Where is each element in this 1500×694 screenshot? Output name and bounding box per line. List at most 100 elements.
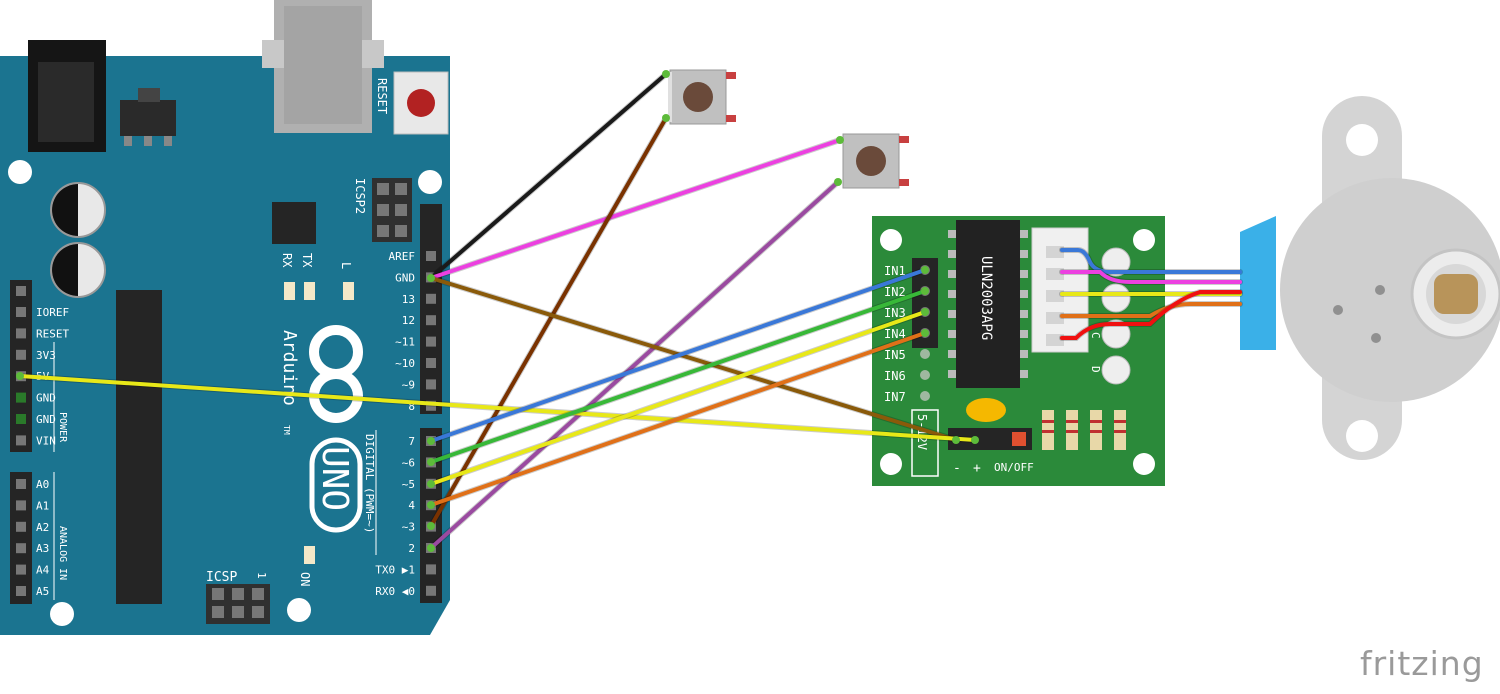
mounting-hole: [8, 160, 32, 184]
stepper-motor: [1240, 96, 1500, 460]
reset-button[interactable]: [393, 71, 449, 135]
header-pin-label: VIN: [36, 434, 56, 447]
wire-endpoint[interactable]: [921, 266, 929, 274]
motor-wire-blue[interactable]: [1060, 248, 1242, 274]
wire-black[interactable]: [429, 72, 668, 280]
wire-endpoint[interactable]: [16, 372, 24, 380]
digital-pin[interactable]: [426, 585, 436, 596]
digital-pin[interactable]: [426, 564, 436, 575]
power-pin[interactable]: [16, 543, 26, 554]
chip-label: ULN2003APG: [978, 256, 994, 340]
digital-pin-label: 13: [402, 293, 415, 306]
driver-input-pin[interactable]: [920, 391, 930, 401]
power-pin[interactable]: [16, 307, 26, 317]
digital-pin-label: 2: [408, 542, 415, 555]
power-label: POWER: [57, 412, 68, 443]
driver-input-pin[interactable]: [920, 370, 930, 380]
header-pin-label: A1: [36, 499, 49, 512]
switch-label: ON/OFF: [994, 461, 1034, 474]
wire-endpoint[interactable]: [971, 436, 979, 444]
wire-green[interactable]: [429, 289, 927, 464]
wire-endpoint[interactable]: [836, 136, 844, 144]
driver-input-label: IN1: [884, 264, 906, 278]
header-pin-label: IOREF: [36, 306, 69, 319]
resistor-array: [1042, 410, 1126, 450]
power-pin[interactable]: [16, 500, 26, 511]
on-label: ON: [298, 572, 312, 586]
driver-input-label: IN6: [884, 369, 906, 383]
wire-endpoint[interactable]: [921, 287, 929, 295]
trademark: TM: [282, 425, 291, 435]
wire-endpoint[interactable]: [662, 114, 670, 122]
header-pin-label: A5: [36, 585, 49, 598]
tx-label: TX: [300, 253, 314, 268]
wire-olive[interactable]: [429, 276, 958, 442]
arduino-uno-board: RESET ICSP2 RX TX L Arduino TM UNO ON: [0, 0, 450, 635]
wire-magenta[interactable]: [429, 138, 842, 280]
wire-endpoint[interactable]: [662, 70, 670, 78]
digital-pin[interactable]: [426, 251, 436, 261]
wire-blue[interactable]: [429, 268, 927, 443]
header-pin-label: A0: [36, 478, 49, 491]
digital-pin[interactable]: [426, 293, 436, 304]
capacitor: [50, 182, 106, 238]
led-b: [1101, 283, 1131, 313]
minus-label: -: [953, 461, 961, 476]
wire-yellow-5v[interactable]: [18, 374, 977, 442]
power-pin[interactable]: [16, 435, 26, 446]
power-pin[interactable]: [16, 414, 26, 424]
wire-yellow[interactable]: [429, 310, 927, 486]
digital-pin[interactable]: [426, 358, 436, 368]
motor-wire-pink[interactable]: [1060, 270, 1242, 284]
wire-endpoint[interactable]: [427, 544, 435, 552]
reset-label: RESET: [375, 78, 389, 114]
wire-endpoint[interactable]: [834, 178, 842, 186]
mounting-hole: [880, 229, 902, 251]
digital-pin-label: 7: [408, 435, 415, 448]
header-pin-label: A4: [36, 564, 50, 577]
wire-endpoint[interactable]: [952, 436, 960, 444]
driver-input-label: IN7: [884, 390, 906, 404]
mounting-hole: [50, 602, 74, 626]
wire-endpoint[interactable]: [427, 480, 435, 488]
wire-brown[interactable]: [429, 116, 668, 528]
digital-pin-label: ~5: [402, 478, 415, 491]
driver-input-pin[interactable]: [920, 349, 930, 359]
power-pin[interactable]: [16, 521, 26, 532]
power-pin[interactable]: [16, 586, 26, 596]
driver-input-label: IN3: [884, 306, 906, 320]
power-pin[interactable]: [16, 479, 26, 489]
pushbutton-1[interactable]: [668, 69, 736, 125]
power-pin[interactable]: [16, 328, 26, 339]
power-pin[interactable]: [16, 349, 26, 360]
wire-endpoint[interactable]: [427, 437, 435, 445]
led-c: [1101, 319, 1131, 349]
digital-pin-label: 4: [408, 499, 415, 512]
analog-header: [10, 472, 32, 604]
icsp-label: ICSP: [206, 570, 237, 585]
header-pin-label: GND: [36, 413, 56, 426]
power-pin[interactable]: [16, 286, 26, 296]
power-pin[interactable]: [16, 564, 26, 575]
digital-pin-label: TX0 ▶1: [375, 563, 415, 576]
tx-led: [304, 282, 315, 300]
wire-orange[interactable]: [429, 331, 927, 507]
power-pin[interactable]: [16, 392, 26, 403]
wire-endpoint[interactable]: [921, 329, 929, 337]
wire-endpoint[interactable]: [921, 308, 929, 316]
digital-pin[interactable]: [426, 336, 436, 347]
digital-header-bottom: [420, 428, 442, 603]
wire-endpoint[interactable]: [427, 501, 435, 509]
wire-purple[interactable]: [429, 180, 840, 550]
digital-pin[interactable]: [426, 400, 436, 411]
wire-endpoint[interactable]: [427, 522, 435, 530]
digital-pin[interactable]: [426, 379, 436, 390]
wire-endpoint[interactable]: [427, 458, 435, 466]
pushbutton-2[interactable]: [842, 133, 909, 189]
digital-pin[interactable]: [426, 315, 436, 326]
driver-input-label: IN4: [884, 327, 906, 341]
wire-endpoint[interactable]: [427, 274, 435, 282]
icsp-pin1-label: 1: [255, 572, 268, 579]
motor-wire-red[interactable]: [1060, 290, 1242, 340]
